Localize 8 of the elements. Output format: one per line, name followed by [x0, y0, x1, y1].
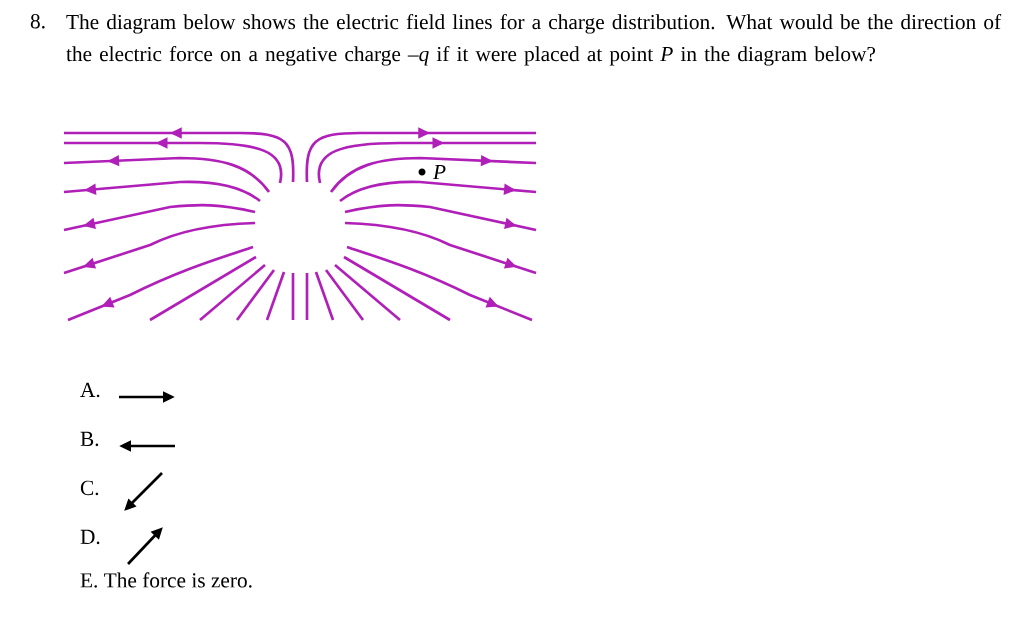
choice-label: A. — [80, 382, 100, 398]
question-text: The diagram below shows the electric field lines for a charge distribution. What would be the direction of the electric force on a negative charge –q if it were placed at point P in the diagram below? — [66, 14, 1002, 66]
choice-label: D. — [80, 529, 100, 545]
question-number: 8. — [30, 14, 45, 29]
choice-label: E. The force is zero. — [80, 572, 252, 588]
choice-label: B. — [80, 431, 99, 447]
point-label: P — [432, 165, 446, 179]
choice-label: C. — [80, 480, 99, 496]
